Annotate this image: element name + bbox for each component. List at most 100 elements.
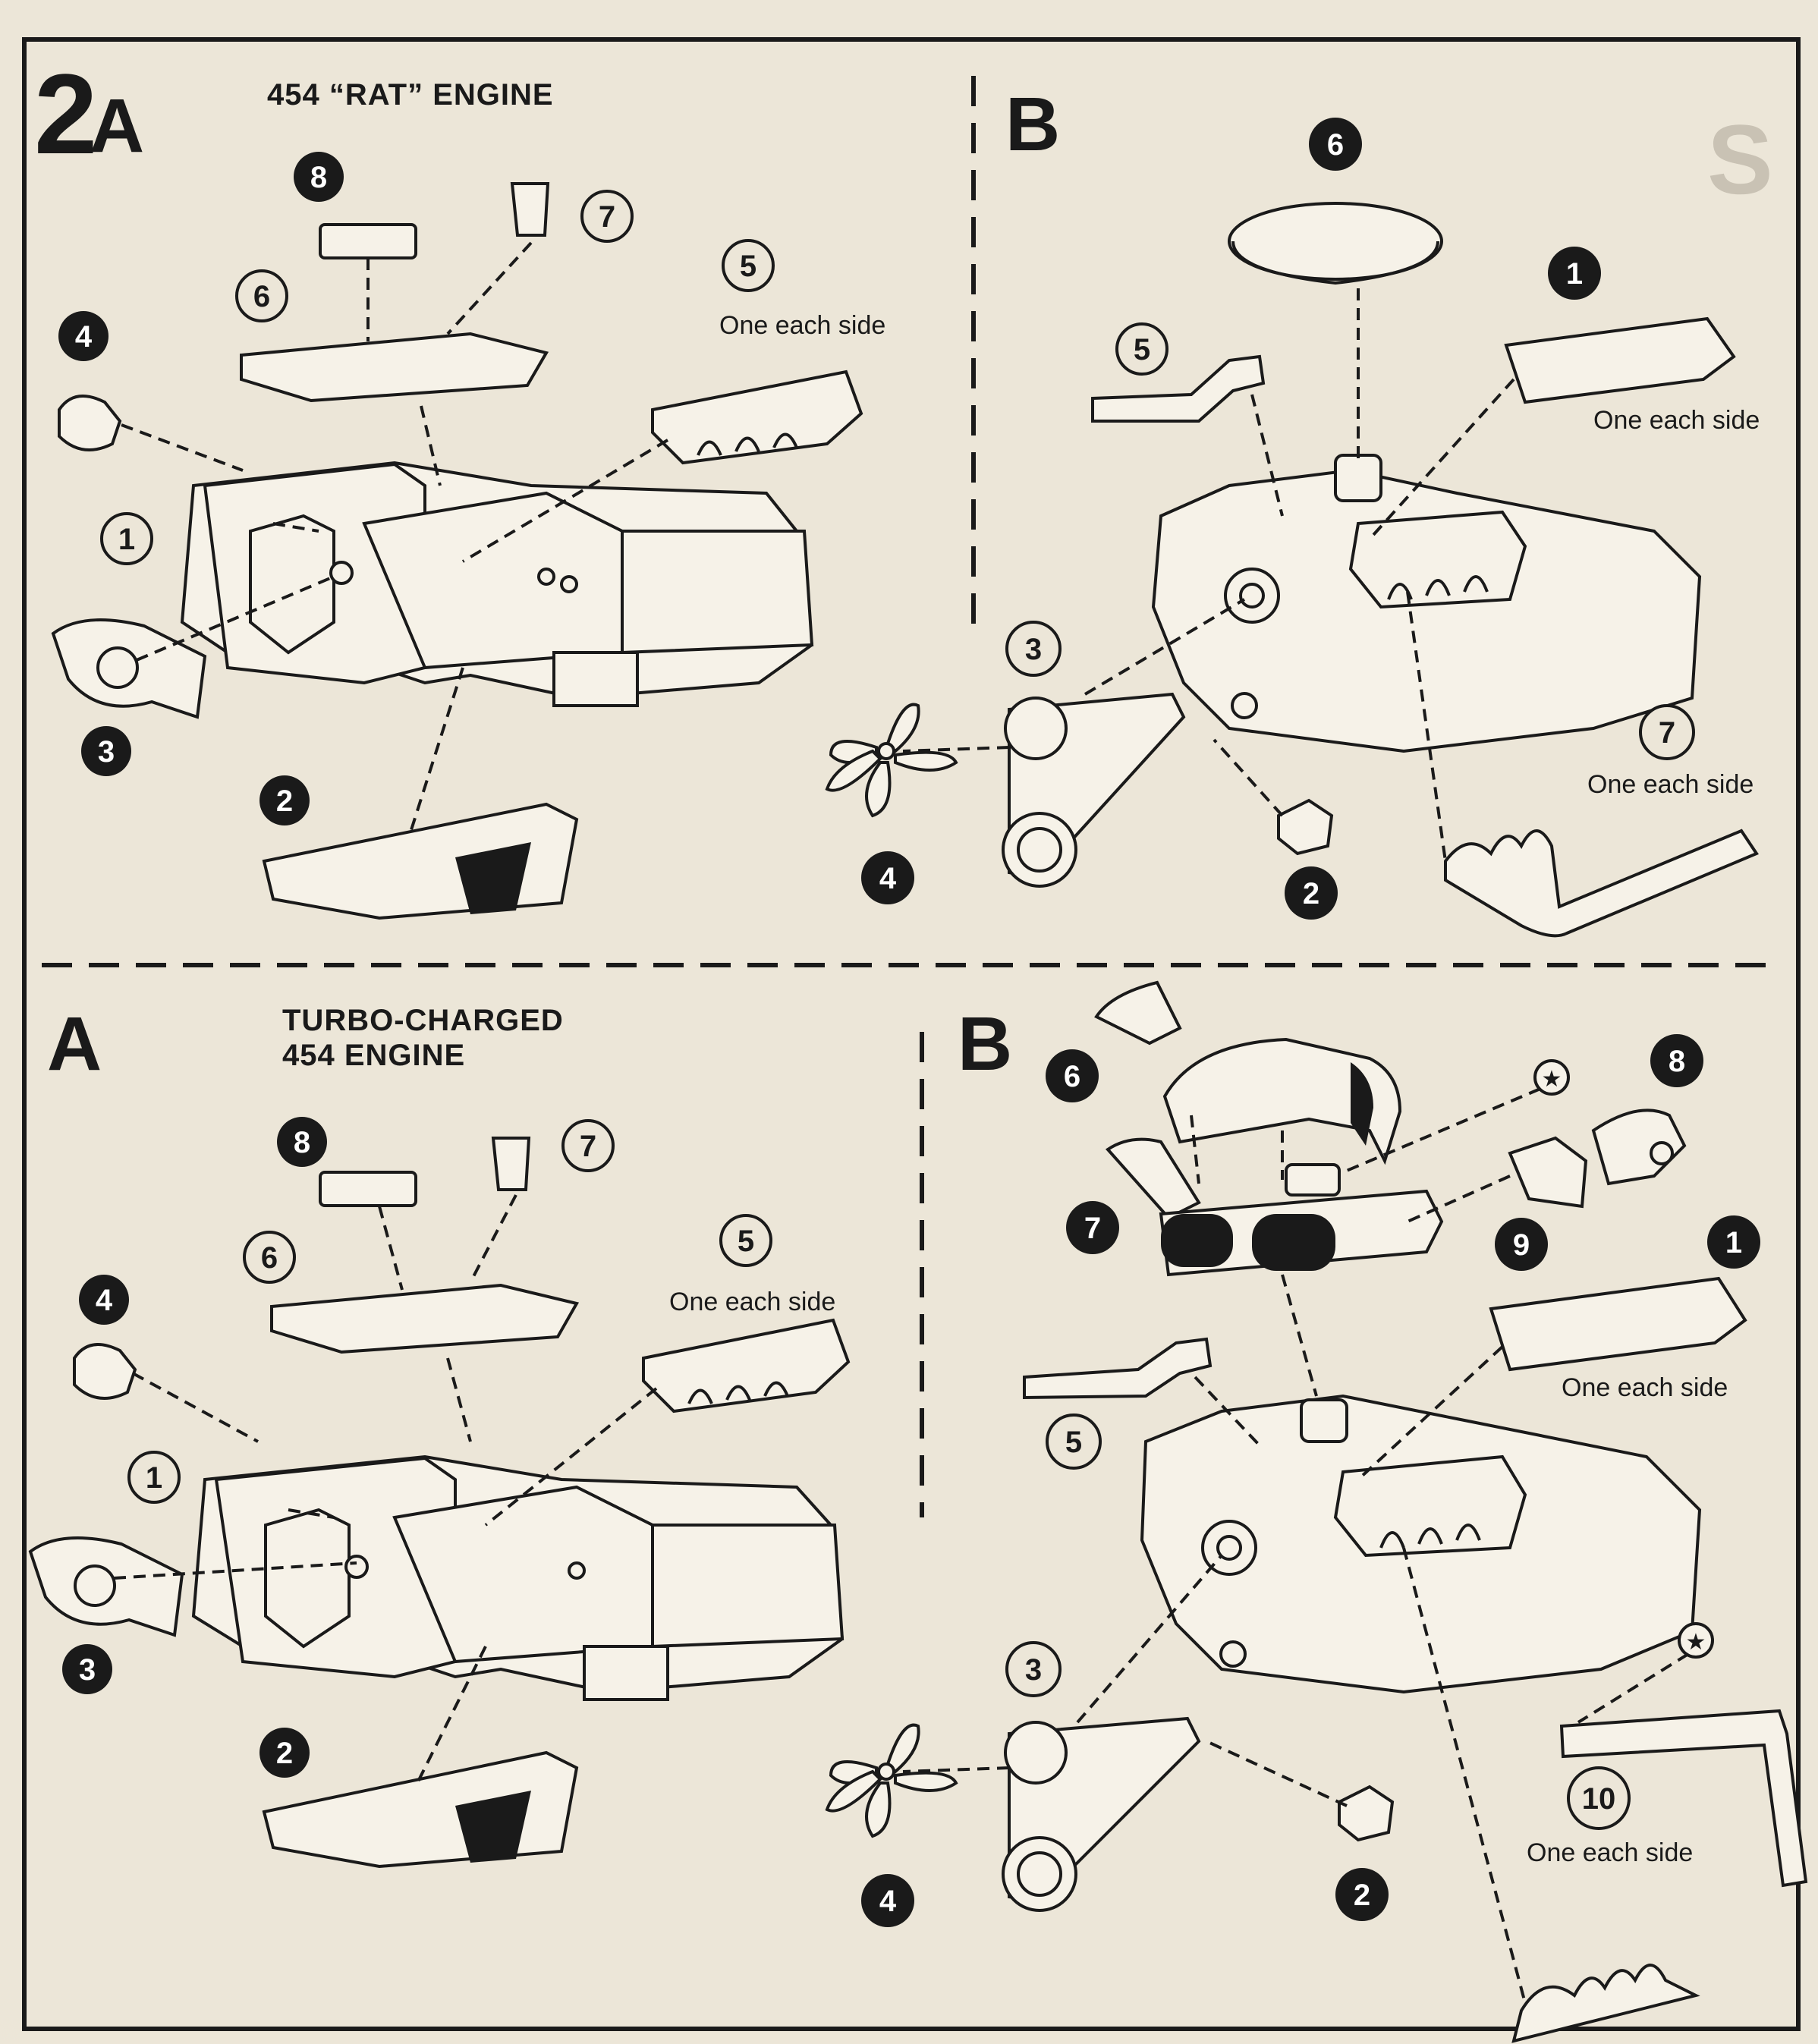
assembly-arrows: [902, 1087, 1690, 2004]
engine-block-drawing: [191, 1454, 845, 1701]
engine-assembled-drawing: [1151, 454, 1702, 753]
svg-text:8: 8: [294, 1126, 310, 1159]
svg-text:3: 3: [79, 1653, 96, 1687]
callout-5: 5: [719, 1214, 772, 1267]
pulley-belt-part: [1002, 1716, 1201, 1912]
callout-8: 8: [277, 1117, 327, 1167]
callout-7: 7: [561, 1119, 615, 1172]
intake-manifold-part: [270, 1283, 580, 1354]
callout-1: 1: [100, 512, 153, 565]
svg-text:4: 4: [96, 1284, 113, 1317]
svg-text:★: ★: [1542, 1067, 1562, 1092]
callout-4: 4: [861, 851, 914, 904]
svg-text:5: 5: [1065, 1426, 1082, 1459]
oil-pan-part: [262, 802, 579, 920]
fuel-pump-part: [73, 1343, 137, 1400]
callout-8: 8: [1650, 1034, 1703, 1087]
svg-text:4: 4: [879, 862, 897, 895]
callout-5: 5: [1115, 322, 1168, 376]
intake-manifold-part: [240, 332, 549, 403]
callout-7: 7: [580, 190, 634, 243]
svg-text:2: 2: [1303, 877, 1319, 910]
svg-text:2: 2: [276, 1737, 293, 1770]
svg-text:7: 7: [1084, 1212, 1101, 1245]
page-border: [22, 37, 1801, 2031]
valve-cover-part: [1504, 316, 1736, 404]
callout-7-note: One each side: [1587, 770, 1754, 799]
svg-text:9: 9: [1513, 1228, 1530, 1262]
section-letter: A: [90, 83, 144, 168]
breather-tube-part: [1023, 1337, 1213, 1400]
alternator-part: [1338, 1785, 1395, 1842]
callout-7: 7: [1066, 1201, 1119, 1254]
svg-text:6: 6: [1064, 1060, 1080, 1093]
star-marker: ★: [1533, 1059, 1570, 1096]
svg-text:1: 1: [146, 1461, 162, 1495]
section-title-line-1: TURBO-CHARGED: [282, 1004, 564, 1037]
callout-5: 5: [1046, 1414, 1102, 1470]
callout-2: 2: [259, 1728, 310, 1778]
callout-4: 4: [58, 311, 109, 361]
fan-part: [825, 703, 958, 818]
svg-text:6: 6: [253, 280, 270, 313]
breather-tube-part: [1091, 354, 1266, 423]
callout-2: 2: [259, 775, 310, 825]
callout-6: 6: [235, 269, 288, 322]
callout-5-note: One each side: [669, 1288, 835, 1316]
corner-mark: S: [1707, 104, 1773, 215]
callout-6: 6: [1309, 118, 1362, 171]
section-turbo-engine-b: B: [825, 980, 1808, 2043]
exhaust-pipe-part: [1559, 1709, 1808, 1888]
svg-text:8: 8: [1669, 1045, 1685, 1078]
svg-text:3: 3: [98, 735, 115, 769]
svg-text:4: 4: [879, 1885, 897, 1918]
air-cleaner-stud-part: [510, 182, 550, 237]
callout-10-note: One each side: [1527, 1838, 1693, 1867]
callout-1: 1: [127, 1451, 181, 1504]
svg-text:5: 5: [740, 250, 756, 283]
callout-1: 1: [1548, 247, 1601, 300]
svg-text:6: 6: [261, 1241, 278, 1275]
callout-1-note: One each side: [1562, 1373, 1728, 1402]
svg-text:1: 1: [118, 523, 135, 556]
callout-3: 3: [81, 726, 131, 776]
svg-text:2: 2: [1354, 1879, 1370, 1912]
fan-part: [825, 1723, 958, 1838]
callout-3: 3: [1005, 621, 1062, 677]
callout-6: 6: [243, 1231, 296, 1284]
callout-3: 3: [1005, 1641, 1062, 1697]
section-rat-engine-b: B: [825, 82, 1760, 938]
callout-8: 8: [294, 152, 344, 202]
svg-text:7: 7: [580, 1130, 596, 1163]
svg-text:5: 5: [738, 1225, 754, 1258]
assembly-arrows: [113, 1194, 658, 1784]
svg-text:1: 1: [1566, 257, 1583, 291]
callout-2: 2: [1335, 1868, 1389, 1921]
carburetor-part: [319, 1171, 417, 1207]
turbo-body-part: [1105, 1137, 1201, 1220]
intake-elbow-part: [1508, 1136, 1588, 1209]
svg-text:1: 1: [1725, 1226, 1742, 1259]
oil-pan-part: [262, 1750, 579, 1869]
callout-4: 4: [79, 1275, 129, 1325]
pulley-belt-part: [1002, 692, 1186, 888]
engine-assembled-drawing: [1140, 1394, 1702, 1694]
callout-5: 5: [722, 239, 775, 292]
callout-3: 3: [62, 1644, 112, 1694]
svg-text:6: 6: [1327, 128, 1344, 162]
svg-text:5: 5: [1134, 333, 1150, 366]
svg-text:7: 7: [1659, 716, 1675, 750]
svg-text:★: ★: [1686, 1630, 1706, 1655]
turbo-housing-part: [1094, 980, 1182, 1046]
svg-text:4: 4: [75, 320, 93, 354]
svg-text:7: 7: [599, 200, 615, 234]
engine-block-drawing: [180, 461, 814, 707]
alternator-part: [1277, 798, 1334, 856]
callout-9: 9: [1495, 1218, 1548, 1271]
svg-text:3: 3: [1025, 1653, 1042, 1687]
assembly-arrows: [902, 288, 1515, 862]
star-marker: ★: [1678, 1622, 1714, 1659]
step-number: 2: [34, 50, 97, 178]
valve-cover-part: [1489, 1276, 1747, 1372]
